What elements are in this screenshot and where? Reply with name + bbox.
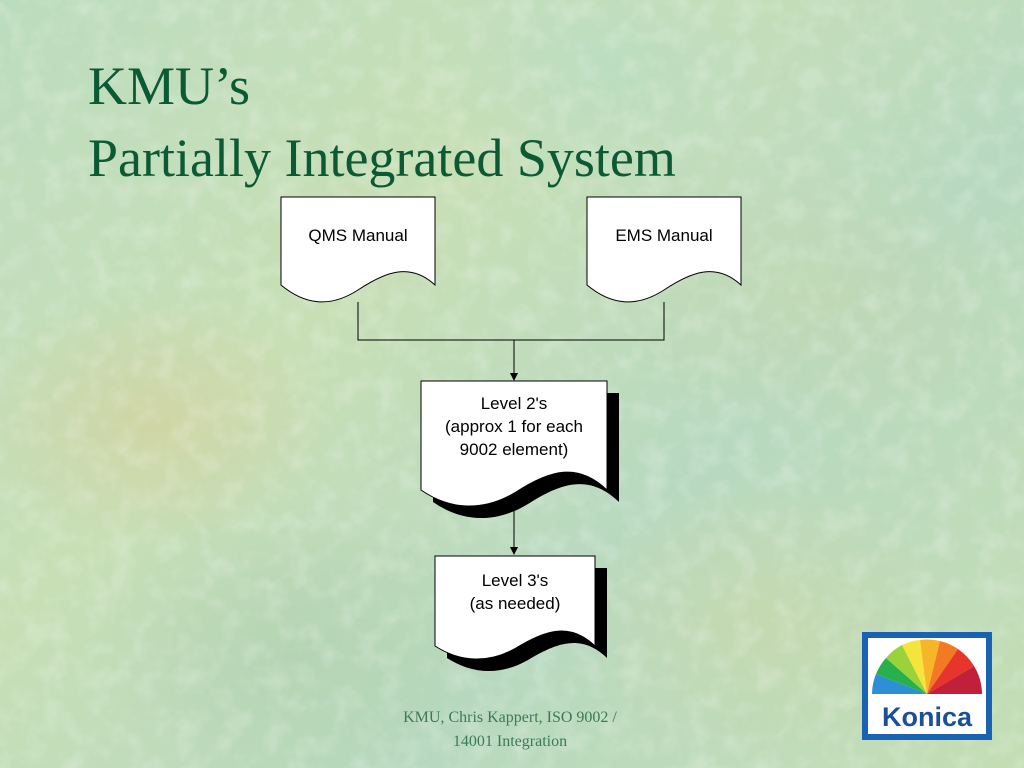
title-line-2: Partially Integrated System bbox=[88, 128, 676, 188]
footer-line-2: 14001 Integration bbox=[452, 733, 568, 750]
ems-manual-document bbox=[586, 196, 742, 303]
level2-label-line-1: Level 2's bbox=[480, 394, 548, 413]
level2-document bbox=[420, 380, 608, 507]
level2-label: Level 2's (approx 1 for each 9002 elemen… bbox=[421, 392, 607, 461]
ems-manual-label: EMS Manual bbox=[615, 226, 713, 245]
level3-document bbox=[434, 555, 596, 660]
level2-label-line-2: (approx 1 for each bbox=[445, 417, 583, 436]
level3-label-line-2: (as needed) bbox=[469, 594, 561, 613]
footer-line-1: KMU, Chris Kappert, ISO 9002 / bbox=[403, 709, 617, 726]
qms-manual-document bbox=[280, 196, 436, 303]
qms-manual-label: QMS Manual bbox=[308, 226, 408, 245]
slide-footer: KMU, Chris Kappert, ISO 9002 / 14001 Int… bbox=[360, 706, 660, 754]
konica-logo: Konica bbox=[862, 632, 992, 740]
page-title: KMU’s Partially Integrated System bbox=[88, 50, 676, 194]
rainbow-fan-icon bbox=[872, 639, 982, 694]
title-line-1: KMU’s bbox=[88, 56, 251, 116]
level2-label-line-3: 9002 element) bbox=[459, 440, 569, 459]
konica-wordmark: Konica bbox=[882, 702, 973, 732]
merge-connector bbox=[357, 302, 665, 341]
level3-label-line-1: Level 3's bbox=[481, 571, 549, 590]
level3-label: Level 3's (as needed) bbox=[435, 569, 595, 615]
